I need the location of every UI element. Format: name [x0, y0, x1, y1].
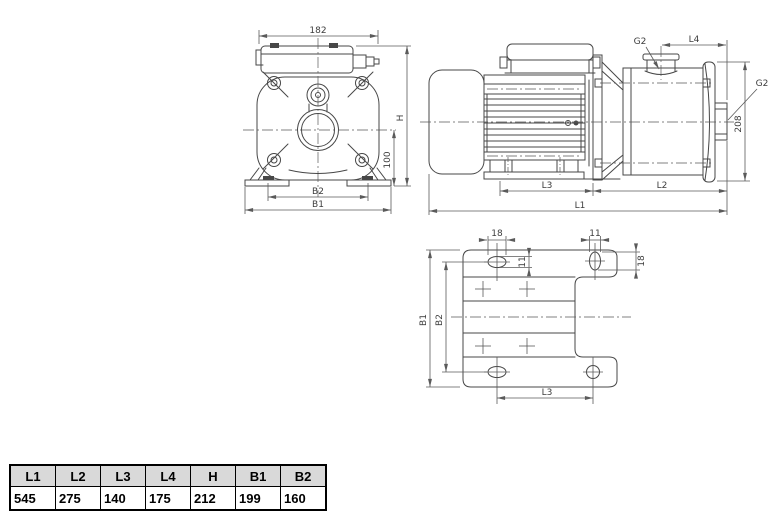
table-header-h: H [190, 464, 236, 487]
lantern-bracket [592, 54, 624, 181]
dim-label-motor-base: L3 [542, 181, 553, 191]
dim-label-slot-height: 11 [518, 256, 528, 267]
dim-label-hole-width: 11 [589, 229, 600, 239]
bottom-dimensions: B1 B2 18 11 11 [419, 229, 647, 400]
dim-label-plate-width: B1 [419, 314, 429, 326]
front-view: 182 H 100 B2 B1 [243, 26, 411, 214]
dim-label-slot-width: 18 [491, 229, 503, 239]
table-value-l4: 175 [145, 486, 191, 511]
dim-label-bolt-span: B2 [435, 314, 445, 326]
motor-body [483, 74, 590, 167]
table-value-h: 212 [190, 486, 236, 511]
table-value-b1: 199 [235, 486, 281, 511]
mounting-slots [484, 243, 605, 404]
dim-label-height: H [396, 115, 406, 122]
position-cross-marks [475, 281, 535, 354]
base-plate-outline [462, 249, 618, 388]
table-value-l1: 545 [9, 486, 56, 511]
dim-label-pump-height: 208 [734, 115, 744, 132]
motor-feet [483, 157, 621, 180]
table-header-b1: B1 [235, 464, 281, 487]
terminal-box-side [499, 43, 601, 74]
pump-casing-front [256, 71, 380, 181]
bottom-view: B1 B2 18 11 11 [419, 229, 647, 404]
dim-label-pump-length: L2 [657, 181, 668, 191]
cable-gland [352, 54, 380, 69]
table-value-l2: 275 [55, 486, 101, 511]
dim-label-discharge-port: G2 [634, 37, 647, 47]
dim-label-hole-height: 18 [637, 255, 647, 267]
table-value-l3: 140 [100, 486, 146, 511]
dim-label-center-height: 100 [383, 151, 393, 168]
table-header-b2: B2 [280, 464, 327, 487]
table-header-l2: L2 [55, 464, 101, 487]
side-view: G2 L4 208 G2 L3 L2 L1 [420, 35, 768, 215]
terminal-box-front [255, 43, 354, 74]
dim-label-port-to-inlet: L4 [689, 35, 700, 45]
front-dimensions: 182 H 100 B2 B1 [244, 26, 411, 214]
dim-label-foot-span: B2 [312, 187, 324, 197]
side-dimensions: G2 L4 208 G2 L3 L2 L1 [428, 35, 769, 215]
table-header-l1: L1 [9, 464, 56, 487]
dim-label-base-width: B1 [312, 200, 324, 210]
dim-label-width: 182 [309, 26, 326, 36]
table-header-l3: L3 [100, 464, 146, 487]
suction-port [714, 102, 728, 141]
dim-label-bolt-pitch: L3 [542, 388, 553, 398]
dim-label-total-length: L1 [575, 201, 586, 211]
dimension-table: L1 L2 L3 L4 H B1 B2 545 275 140 175 212 … [9, 464, 327, 511]
fan-cover [428, 69, 485, 175]
discharge-port [642, 46, 680, 80]
table-value-row: 545 275 140 175 212 199 160 [9, 486, 327, 511]
table-header-row: L1 L2 L3 L4 H B1 B2 [9, 464, 327, 487]
table-header-l4: L4 [145, 464, 191, 487]
pump-technical-drawing: 182 H 100 B2 B1 [243, 26, 768, 404]
mounting-feet-front [244, 167, 392, 187]
dim-label-suction-port: G2 [756, 79, 769, 89]
table-value-b2: 160 [280, 486, 327, 511]
